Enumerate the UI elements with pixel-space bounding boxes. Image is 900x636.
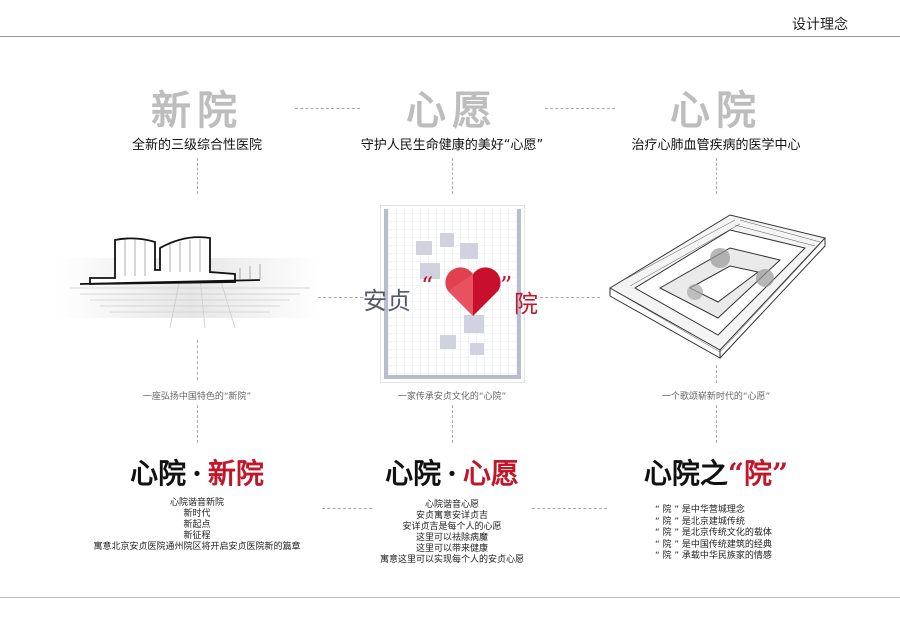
motto-left-dot: · [192,457,202,490]
page-title: 设计理念 [792,17,848,33]
text-line: 寓意这里可以实现每个人的安贞心愿 [379,555,524,565]
dash-connector [532,508,607,509]
text-line: “ 院 ” 是中华营城理念 [655,505,745,515]
dash-connector [716,405,717,443]
motto-left-a: 心院 [130,457,187,490]
motto-left: 心院·新院 [77,452,317,492]
title-xinyuan-wish: 心愿 [406,87,498,134]
dash-connector [295,108,360,109]
dash-connector [197,340,198,380]
dash-connector [197,158,198,194]
logo-open-quote: “ [421,272,434,300]
text-line: 新时代 [183,509,211,519]
dash-connector [545,108,615,109]
courtyard-sketch [609,214,826,359]
caption-right: 一个歌颂崭新时代的“心愿” [661,392,771,402]
dash-connector [452,405,453,443]
dash-connector [322,508,372,509]
text-line: 寓意北京安贞医院通州院区将开启安贞医院新的篇章 [93,542,301,552]
logo-close-quote: ” [500,272,513,300]
title-xinyuan-heart: 心院 [670,87,762,134]
header-divider [0,36,900,37]
motto-middle-a: 心院 [385,457,442,490]
new-hospital-sketch [60,236,320,329]
text-line: 安详贞吉是每个人的心愿 [402,522,502,532]
text-line: “ 院 ” 是北京建城传统 [655,516,745,527]
motto-right-a: 心院之 [643,457,728,490]
dash-connector [318,297,363,298]
text-block-middle: 心院谐音心愿 安贞寓意安详贞吉 安详贞吉是每个人的心愿 这里可以祛除病魔 这里可… [312,500,592,566]
text-line: 这里可以带来健康 [415,544,488,554]
dash-connector [197,405,198,443]
motto-right: 心院之“院” [596,452,836,492]
title-xinyuan-new: 新院 [151,87,243,134]
subtitle-middle: 守护人民生命健康的美好“心愿” [360,138,544,153]
text-block-right: “ 院 ” 是中华营城理念 “ 院 ” 是北京建城传统 “ 院 ” 是北京传统文… [655,505,772,563]
text-line: “ 院 ” 承载中华民族家的情感 [655,551,772,561]
motto-middle-dot: · [447,457,457,490]
text-line: 新起点 [183,520,211,530]
text-line: 安贞寓意安详贞吉 [415,511,488,521]
text-line: 心院谐音新院 [169,498,224,508]
motto-left-b: 新院 [207,457,264,490]
dash-connector [452,158,453,194]
logo-text-anzhen: 安贞 [363,287,411,315]
motto-right-b: “院” [727,457,789,490]
text-line: 这里可以祛除病魔 [415,533,488,543]
subtitle-right: 治疗心肺血管疾病的医学中心 [631,138,801,153]
text-line: “ 院 ” 是北京传统文化的载体 [655,528,772,538]
dash-connector [540,297,600,298]
text-line: 新征程 [183,531,211,541]
logo-text-yuan: 院 [514,290,538,318]
text-line: 心院谐音心愿 [424,500,479,510]
motto-middle: 心院·心愿 [332,452,572,492]
caption-left: 一座弘扬中国特色的“新院” [142,392,252,402]
heart-icon [445,267,501,316]
dash-connector [716,158,717,194]
caption-middle: 一家传承安贞文化的“心院” [397,392,507,402]
footer-divider [0,597,900,598]
text-line: “ 院 ” 是中国传统建筑的经典 [655,539,772,550]
text-block-left: 心院谐音新院 新时代 新起点 新征程 寓意北京安贞医院通州院区将开启安贞医院新的… [57,498,337,553]
dash-connector [716,365,717,383]
subtitle-left: 全新的三级综合性医院 [131,138,262,153]
motto-middle-b: 心愿 [462,457,519,490]
